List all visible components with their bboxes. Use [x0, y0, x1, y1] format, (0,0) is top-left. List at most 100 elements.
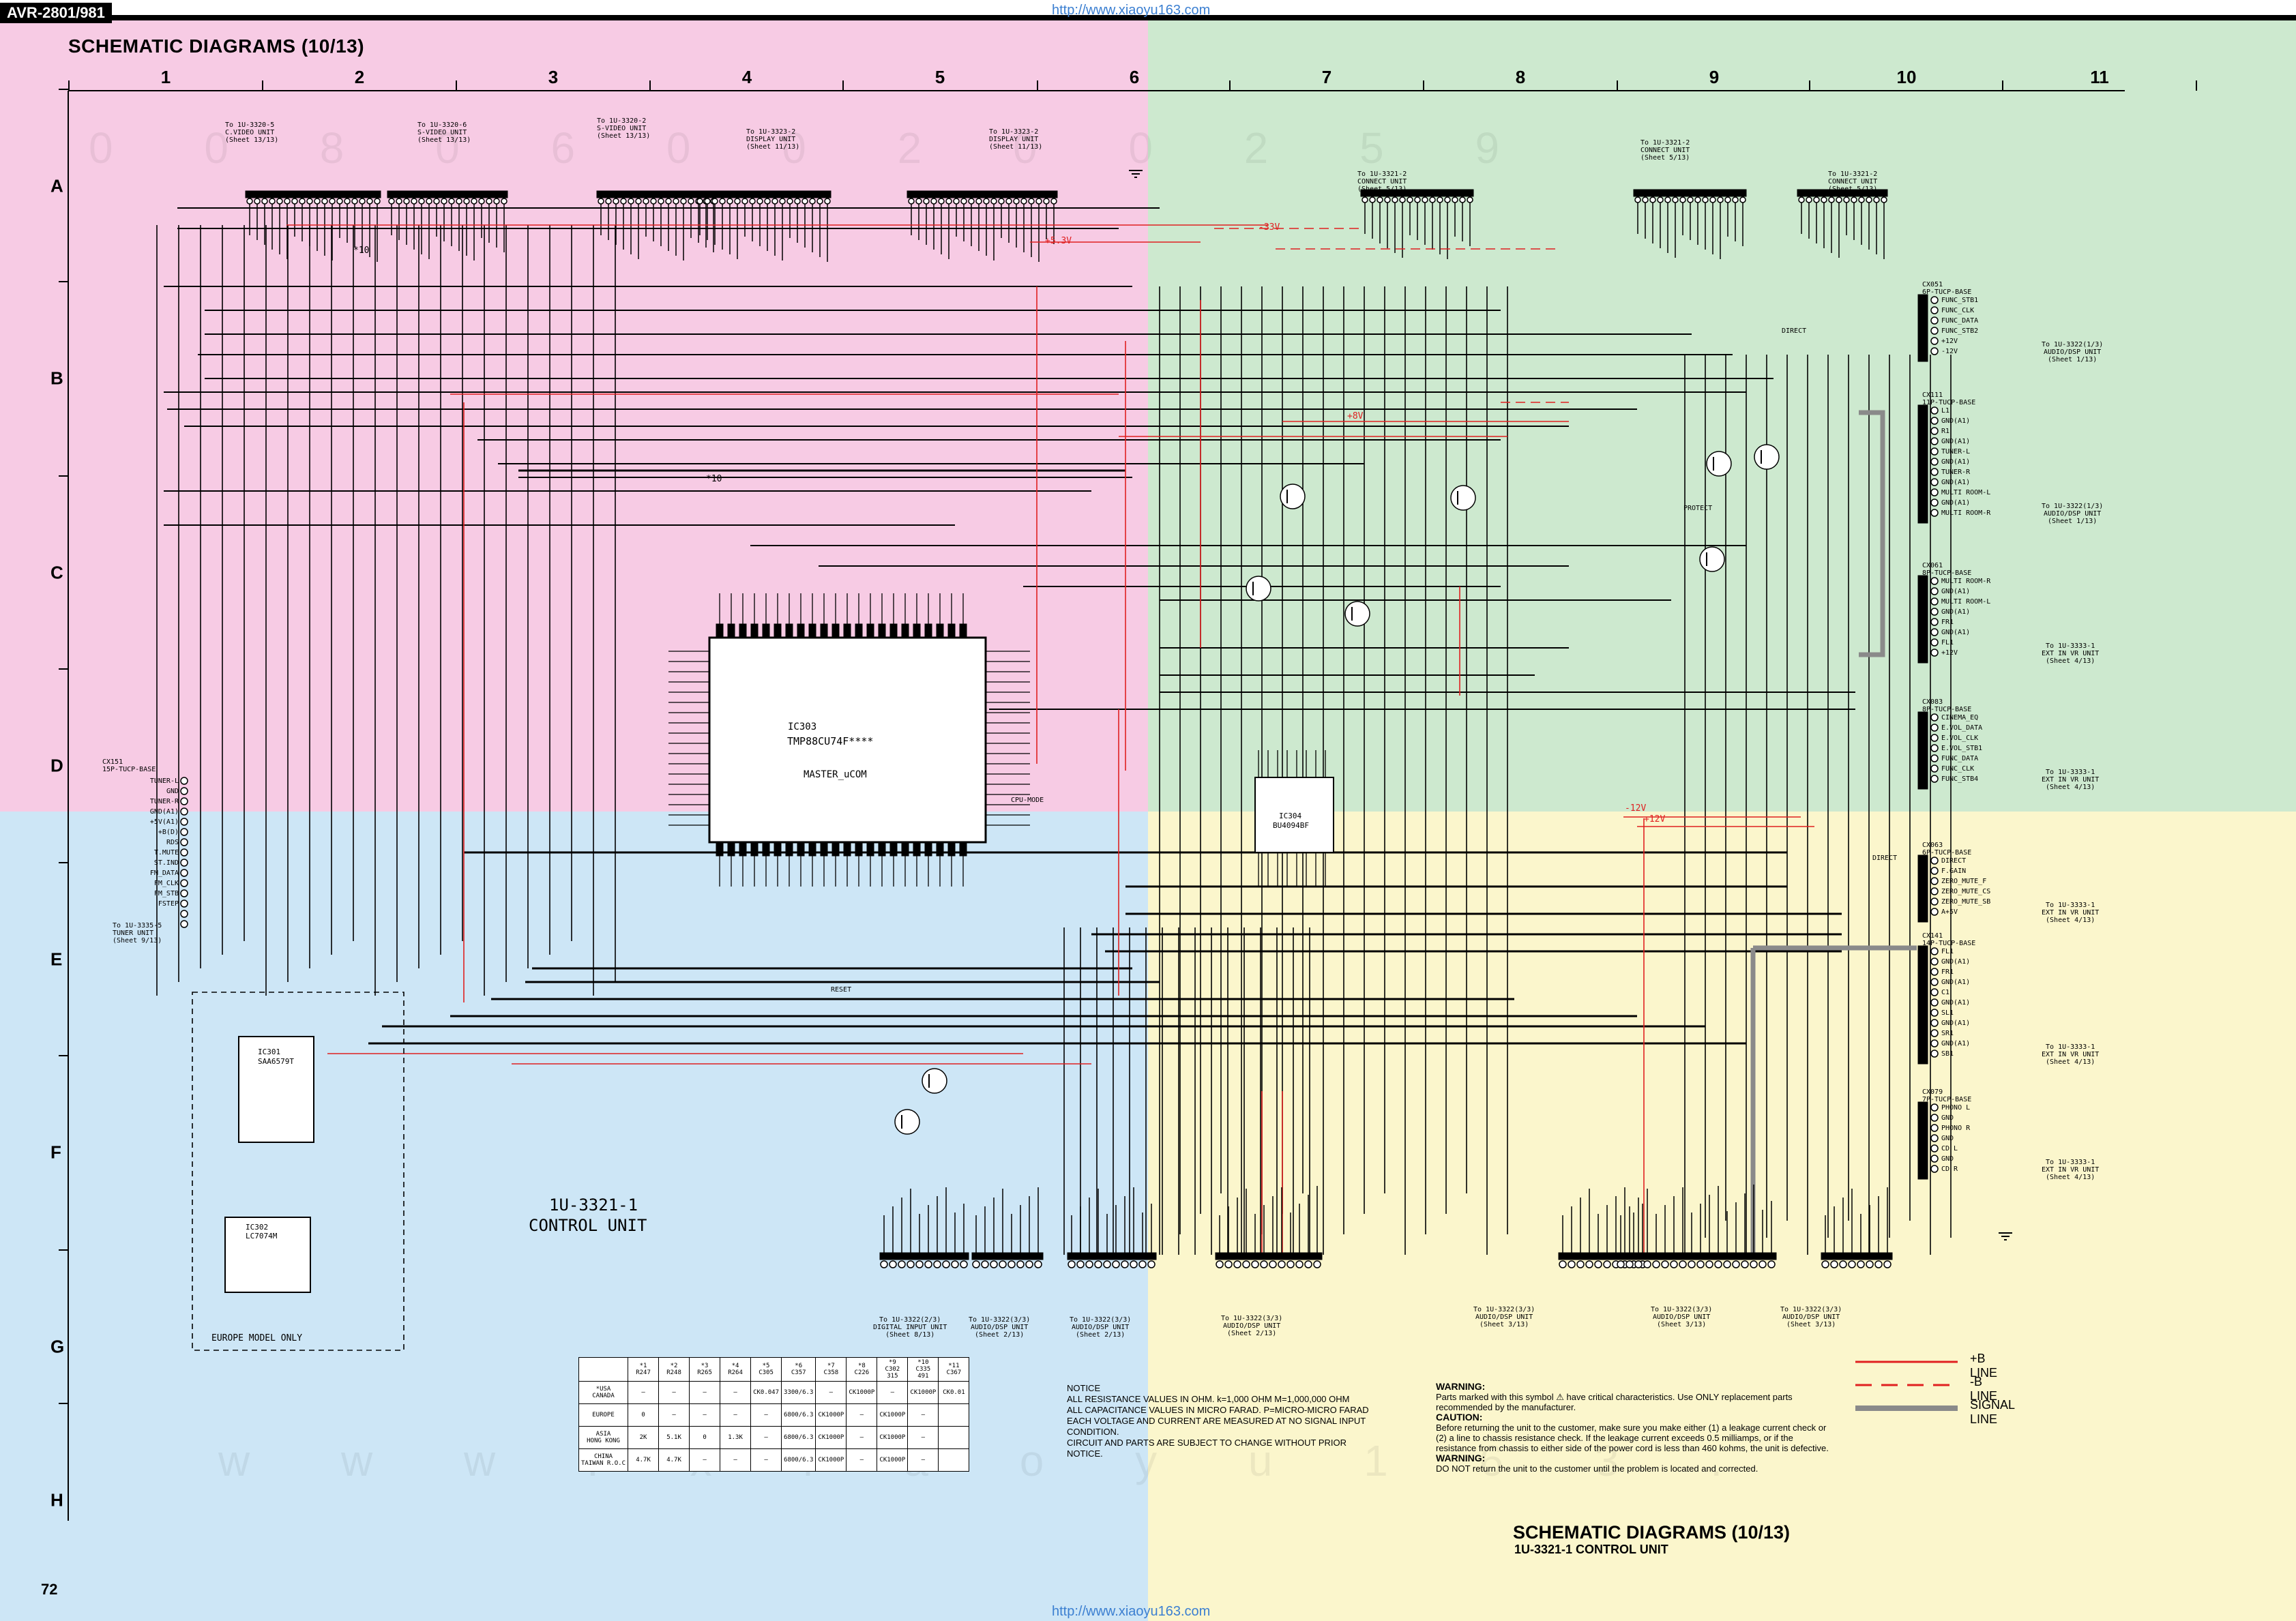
v-plus8: +8V: [1347, 411, 1364, 421]
left-connector-pin: [180, 859, 188, 867]
bottom-connector-pin: [1883, 1260, 1892, 1268]
right-connector-pin: [1930, 347, 1939, 355]
connector-pin: [314, 198, 321, 205]
connector-pin: [329, 198, 336, 205]
right-connector-destination: To 1U-3333-1 EXT IN VR UNIT (Sheet 4/13): [2042, 642, 2100, 665]
bottom-connector-caption: To 1U-3322(2/3) DIGITAL INPUT UNIT (Shee…: [873, 1316, 947, 1339]
bottom-connector-pin: [933, 1260, 941, 1268]
ic-pin-pad: [924, 842, 932, 857]
left-connector-pin: [180, 848, 188, 857]
column-number: 10: [1896, 67, 1917, 87]
top-connector-body: [695, 190, 831, 198]
right-connector-pin-label: FUNC_DATA: [1941, 755, 1979, 762]
bottom-connector-pin: [1068, 1260, 1076, 1268]
bottom-connector-pin: [1094, 1260, 1102, 1268]
right-connector-pin: [1930, 1124, 1939, 1132]
right-connector-body: [1917, 404, 1928, 524]
connector-pin: [411, 198, 417, 205]
option-table-cell: *7 C358: [815, 1357, 847, 1382]
bottom-connector-pin: [1224, 1260, 1233, 1268]
connector-pin: [1657, 196, 1664, 203]
ic-pin-pad: [959, 842, 967, 857]
right-connector-body: [1917, 575, 1928, 664]
url-top[interactable]: http://www.xiaoyu163.com: [1052, 3, 1211, 18]
option-table-header: *1 R247*2 R248*3 R265*4 R264*5 C305*6 C3…: [578, 1357, 970, 1382]
bottom-connector-pin: [1821, 1260, 1829, 1268]
option-table-cell: —: [720, 1448, 752, 1472]
warning-text-2: DO NOT return the unit to the customer u…: [1436, 1463, 1758, 1474]
left-connector-pin: [180, 787, 188, 795]
right-connector-pin: [1930, 988, 1939, 996]
url-bottom[interactable]: http://www.xiaoyu163.com: [1052, 1604, 1211, 1619]
right-connector-pin-label: FR1: [1941, 619, 1954, 626]
option-table-cell: *USA CANADA: [578, 1381, 629, 1404]
connector-pin: [696, 198, 703, 205]
left-connector-pin-label: +B(D): [158, 829, 179, 836]
notice-line: CONDITION.: [1067, 1427, 1119, 1437]
ic-pin-pad: [727, 623, 735, 638]
connector-pin: [441, 198, 447, 205]
right-connector-pin: [1930, 577, 1939, 585]
right-connector-pin-label: FUNC_CLK: [1941, 765, 1975, 773]
connector-pin: [771, 198, 778, 205]
right-connector-pin: [1930, 327, 1939, 335]
ic-pin-pad: [913, 842, 921, 857]
option-table-cell: *11 C367: [938, 1357, 970, 1382]
left-connector-pin: [180, 777, 188, 785]
bottom-connector-body: [971, 1252, 1044, 1260]
bottom-connector-caption: To 1U-3322(3/3) AUDIO/DSP UNIT (Sheet 2/…: [969, 1316, 1031, 1339]
bottom-connector-pin: [880, 1260, 888, 1268]
connector-pin: [1828, 196, 1835, 203]
option-table-cell: [578, 1357, 629, 1382]
left-connector-pin-label: FSTEP: [158, 900, 179, 908]
right-connector-pin: [1930, 1114, 1939, 1122]
ic303-body: [708, 636, 987, 844]
bottom-connector-pin: [1007, 1260, 1016, 1268]
yellow-zone: [1148, 812, 2296, 1621]
protect-label: PROTECT: [1683, 505, 1713, 512]
connector-pin: [1362, 196, 1368, 203]
connector-pin: [719, 198, 726, 205]
control-unit-caption: 1U-3321-1 CONTROL UNIT: [529, 1195, 647, 1236]
direct-label-2: DIRECT: [1872, 854, 1898, 862]
right-connector-pin-label: GND(A1): [1941, 458, 1971, 466]
bottom-connector-pin: [1696, 1260, 1705, 1268]
connector-pin: [1642, 196, 1649, 203]
caution-title: CAUTION:: [1436, 1412, 1483, 1423]
option-table-cell: 0: [628, 1403, 660, 1427]
transistor: [1754, 444, 1780, 470]
option-table-cell: —: [877, 1381, 909, 1404]
bottom-connector-pin: [1103, 1260, 1111, 1268]
column-number: 9: [1709, 67, 1720, 87]
right-connector-destination: To 1U-3333-1 EXT IN VR UNIT (Sheet 4/13): [2042, 1043, 2100, 1066]
warning-title-2: WARNING:: [1436, 1453, 1486, 1463]
model-badge: AVR-2801/981: [0, 3, 112, 23]
caution-text: Before returning the unit to the custome…: [1436, 1423, 1829, 1453]
right-connector-destination: To 1U-3322(1/3) AUDIO/DSP UNIT (Sheet 1/…: [2042, 341, 2104, 363]
connector-pin: [344, 198, 351, 205]
row-letter: G: [50, 1336, 65, 1357]
connector-pin: [1407, 196, 1413, 203]
left-connector-pin: [180, 838, 188, 846]
right-connector-pin: [1930, 947, 1939, 955]
bottom-connector-pin: [1874, 1260, 1883, 1268]
ic-pin-pad: [808, 623, 816, 638]
connector-pin: [403, 198, 410, 205]
green-zone: [1148, 20, 2296, 812]
ic-pin-pad: [762, 623, 770, 638]
connector-pin: [1013, 198, 1020, 205]
bottom-connector-pin: [951, 1260, 959, 1268]
connector-pin: [478, 198, 485, 205]
connector-pin: [1452, 196, 1458, 203]
connector-pin: [975, 198, 982, 205]
ic-pin-pad: [820, 623, 828, 638]
left-connector-pin-label: TUNER-R: [149, 798, 179, 805]
option-table-cell: —: [907, 1448, 939, 1472]
right-connector-pin: [1930, 427, 1939, 435]
transistor: [1344, 601, 1370, 627]
option-table-cell: —: [628, 1381, 660, 1404]
connector-pin: [598, 198, 604, 205]
connector-pin: [983, 198, 990, 205]
right-connector-destination: To 1U-3333-1 EXT IN VR UNIT (Sheet 4/13): [2042, 902, 2100, 924]
connector-pin: [456, 198, 462, 205]
